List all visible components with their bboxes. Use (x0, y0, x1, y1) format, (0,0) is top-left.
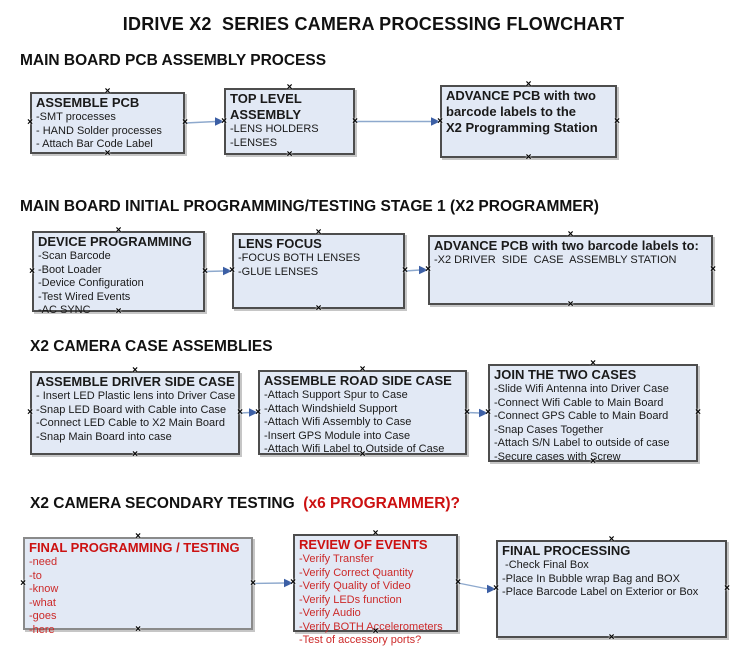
flow-arrowhead-icon (479, 408, 488, 418)
box-title: DEVICE PROGRAMMING (38, 234, 192, 249)
box-item: -Attach Wifi Label to Outside of Case (264, 443, 445, 455)
flow-arrow-line (239, 411, 251, 414)
flow-box-assemble-pcb: ASSEMBLE PCB-SMT processes- HAND Solder … (30, 92, 185, 154)
box-item: -know (29, 583, 59, 595)
box-item: -Attach Support Spur to Case (264, 389, 408, 401)
flow-box-join-the-two-cases: JOIN THE TWO CASES-Slide Wifi Antenna in… (488, 364, 698, 463)
flow-arrowhead-icon (223, 266, 232, 276)
box-item: -Verify Correct Quantity (299, 566, 414, 579)
flow-box-device-programming: DEVICE PROGRAMMING-Scan Barcode-Boot Loa… (32, 231, 205, 316)
flow-arrowhead-icon (431, 117, 440, 126)
box-item: -Verify LEDs function (299, 593, 402, 606)
box-item: - Attach Bar Code Label (36, 138, 153, 150)
box-item: -Verify Transfer (299, 553, 374, 565)
box-item: -Attach Windshield Support (264, 402, 398, 415)
box-item: -Attach S/N Label to outside of case (494, 437, 670, 449)
flow-arrowhead-icon (419, 265, 428, 275)
box-item: -Verify Audio (299, 607, 361, 619)
section-header-text: X2 CAMERA SECONDARY TESTING (30, 495, 304, 512)
box-item: -GLUE LENSES (238, 265, 319, 278)
box-item: -Scan Barcode (38, 250, 111, 262)
box-item: -Place Barcode Label on Exterior or Box (502, 586, 699, 598)
box-item: -FOCUS BOTH LENSES (238, 252, 361, 264)
box-item: -Connect Wifi Cable to Main Board (494, 396, 664, 409)
box-item: -Connect LED Cable to X2 Main Board (36, 417, 225, 429)
box-title: FINAL PROCESSING (502, 543, 631, 558)
flow-arrowhead-icon (249, 408, 258, 417)
box-item: -Secure cases with Screw (494, 450, 621, 463)
flow-arrow-line (404, 269, 421, 272)
box-item: -Insert GPS Module into Case (264, 429, 411, 442)
box-title: LENS FOCUS (238, 236, 322, 251)
box-item: -LENSES (230, 136, 278, 149)
flow-arrow-line (204, 270, 225, 273)
box-title: ASSEMBLE PCB (36, 95, 140, 110)
box-item: -Snap Cases Together (494, 423, 604, 436)
box-item: -Attach Wifi Assembly to Case (264, 416, 412, 428)
box-item: -Device Configuration (38, 277, 144, 289)
flow-box-assemble-driver-side-case: ASSEMBLE DRIVER SIDE CASE- Insert LED Pl… (30, 371, 240, 455)
flow-arrowhead-icon (215, 117, 224, 126)
box-item: - HAND Solder processes (36, 124, 162, 137)
section-header-red-text: (x6 PROGRAMMER)? (303, 495, 461, 512)
box-item: -Verify BOTH Accelerometers (299, 620, 443, 633)
flow-arrow-line (466, 411, 481, 414)
box-item: -Test Wired Events (38, 290, 131, 303)
flow-arrowhead-icon (284, 578, 293, 588)
box-title: TOP LEVEL ASSEMBLY (230, 91, 302, 122)
box-item: -Slide Wifi Antenna into Driver Case (494, 383, 669, 395)
box-item: -Snap LED Board with Cable into Case (36, 403, 227, 416)
box-item: -AC SYNC (38, 304, 91, 316)
page-title: IDRIVE X2 SERIES CAMERA PROCESSING FLOWC… (122, 14, 625, 34)
box-title: ADVANCE PCB with two barcode labels to: (434, 238, 699, 253)
flow-box-final-programming-testing: FINAL PROGRAMMING / TESTING-need-to-know… (23, 537, 253, 636)
flow-arrow-line (457, 582, 489, 590)
box-item: -SMT processes (36, 111, 116, 123)
box-title: ASSEMBLE DRIVER SIDE CASE (36, 374, 235, 389)
flow-arrowhead-icon (487, 584, 496, 594)
box-item: -Test of accessory ports? (299, 634, 422, 646)
box-item: -X2 DRIVER SIDE CASE ASSEMBLY STATION (434, 254, 677, 266)
box-item: -Connect GPS Cable to Main Board (494, 410, 669, 422)
flow-box-advance-pcb-to-driver-side-station: ADVANCE PCB with two barcode labels to:-… (428, 235, 713, 305)
flow-box-assemble-road-side-case: ASSEMBLE ROAD SIDE CASE-Attach Support S… (258, 370, 467, 455)
box-title: JOIN THE TWO CASES (494, 367, 637, 382)
box-item: -here (29, 623, 55, 636)
flow-box-top-level-assembly: TOP LEVEL ASSEMBLY-LENS HOLDERS-LENSES (224, 88, 355, 155)
box-item: -Snap Main Board into case (36, 430, 172, 443)
box-item: -what (29, 596, 56, 609)
box-title: FINAL PROGRAMMING / TESTING (29, 540, 240, 555)
flow-arrow-line (252, 582, 286, 585)
section-header-text: MAIN BOARD INITIAL PROGRAMMING/TESTING S… (20, 198, 599, 215)
box-item: -to (29, 569, 42, 582)
section-header-text: X2 CAMERA CASE ASSEMBLIES (30, 338, 273, 355)
box-item: -goes (29, 610, 57, 622)
box-title: ASSEMBLE ROAD SIDE CASE (264, 373, 452, 388)
box-title: ADVANCE PCB with two barcode labels to t… (446, 88, 598, 135)
box-item: -Place In Bubble wrap Bag and BOX (502, 572, 680, 585)
flow-arrow-line (184, 120, 217, 124)
box-item: -LENS HOLDERS (230, 123, 319, 135)
flow-box-final-processing: FINAL PROCESSING -Check Final Box-Place … (496, 540, 727, 638)
box-item: - Insert LED Plastic lens into Driver Ca… (36, 390, 236, 402)
section-header: X2 CAMERA CASE ASSEMBLIES (30, 338, 273, 356)
flow-box-advance-pcb-to-programming-station: ADVANCE PCB with two barcode labels to t… (440, 85, 617, 158)
flow-box-review-of-events: REVIEW OF EVENTS-Verify Transfer-Verify … (293, 534, 458, 646)
section-header-text: MAIN BOARD PCB ASSEMBLY PROCESS (20, 52, 327, 69)
box-item: -need (29, 556, 58, 568)
box-item: -Boot Loader (38, 263, 102, 276)
box-title: REVIEW OF EVENTS (299, 537, 428, 552)
section-header: MAIN BOARD INITIAL PROGRAMMING/TESTING S… (20, 198, 599, 216)
box-item: -Verify Quality of Video (299, 580, 411, 592)
flow-box-lens-focus: LENS FOCUS-FOCUS BOTH LENSES-GLUE LENSES (232, 233, 405, 309)
section-header: X2 CAMERA SECONDARY TESTING (x6 PROGRAMM… (30, 495, 460, 513)
box-item: -Check Final Box (502, 559, 589, 571)
section-header: MAIN BOARD PCB ASSEMBLY PROCESS (20, 52, 326, 70)
